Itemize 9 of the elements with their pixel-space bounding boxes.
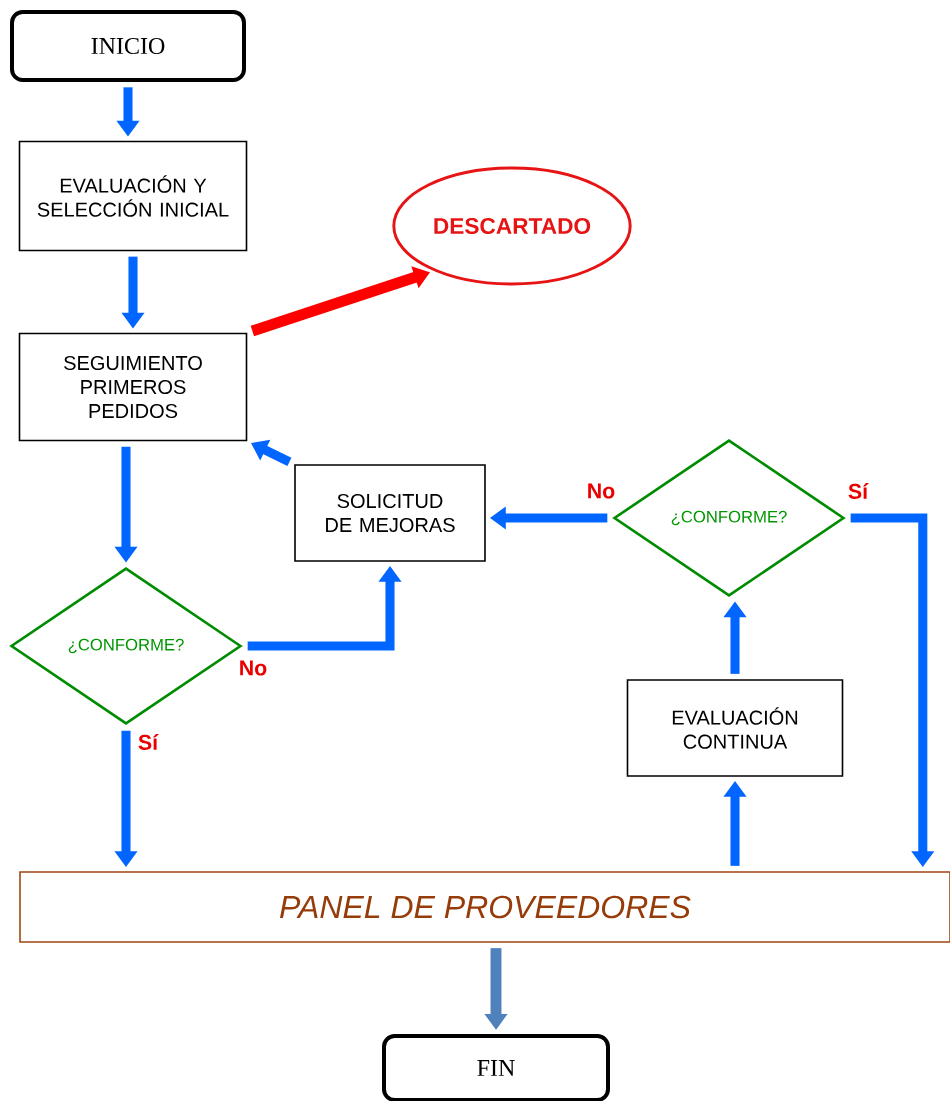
- process-box: SOLICITUD DE MEJORAS: [294, 464, 486, 562]
- panel-box: PANEL DE PROVEEDORES: [19, 871, 950, 943]
- terminal-box: INICIO: [10, 10, 246, 82]
- process-box: EVALUACIÓN CONTINUA: [626, 679, 844, 777]
- process-box: EVALUACIÓN Y SELECCIÓN INICIAL: [18, 140, 248, 252]
- terminal-box: FIN: [382, 1034, 610, 1101]
- process-box: SEGUIMIENTO PRIMEROS PEDIDOS: [18, 332, 248, 442]
- edge-label: Sí: [136, 732, 160, 752]
- edge-label: Sí: [846, 481, 870, 501]
